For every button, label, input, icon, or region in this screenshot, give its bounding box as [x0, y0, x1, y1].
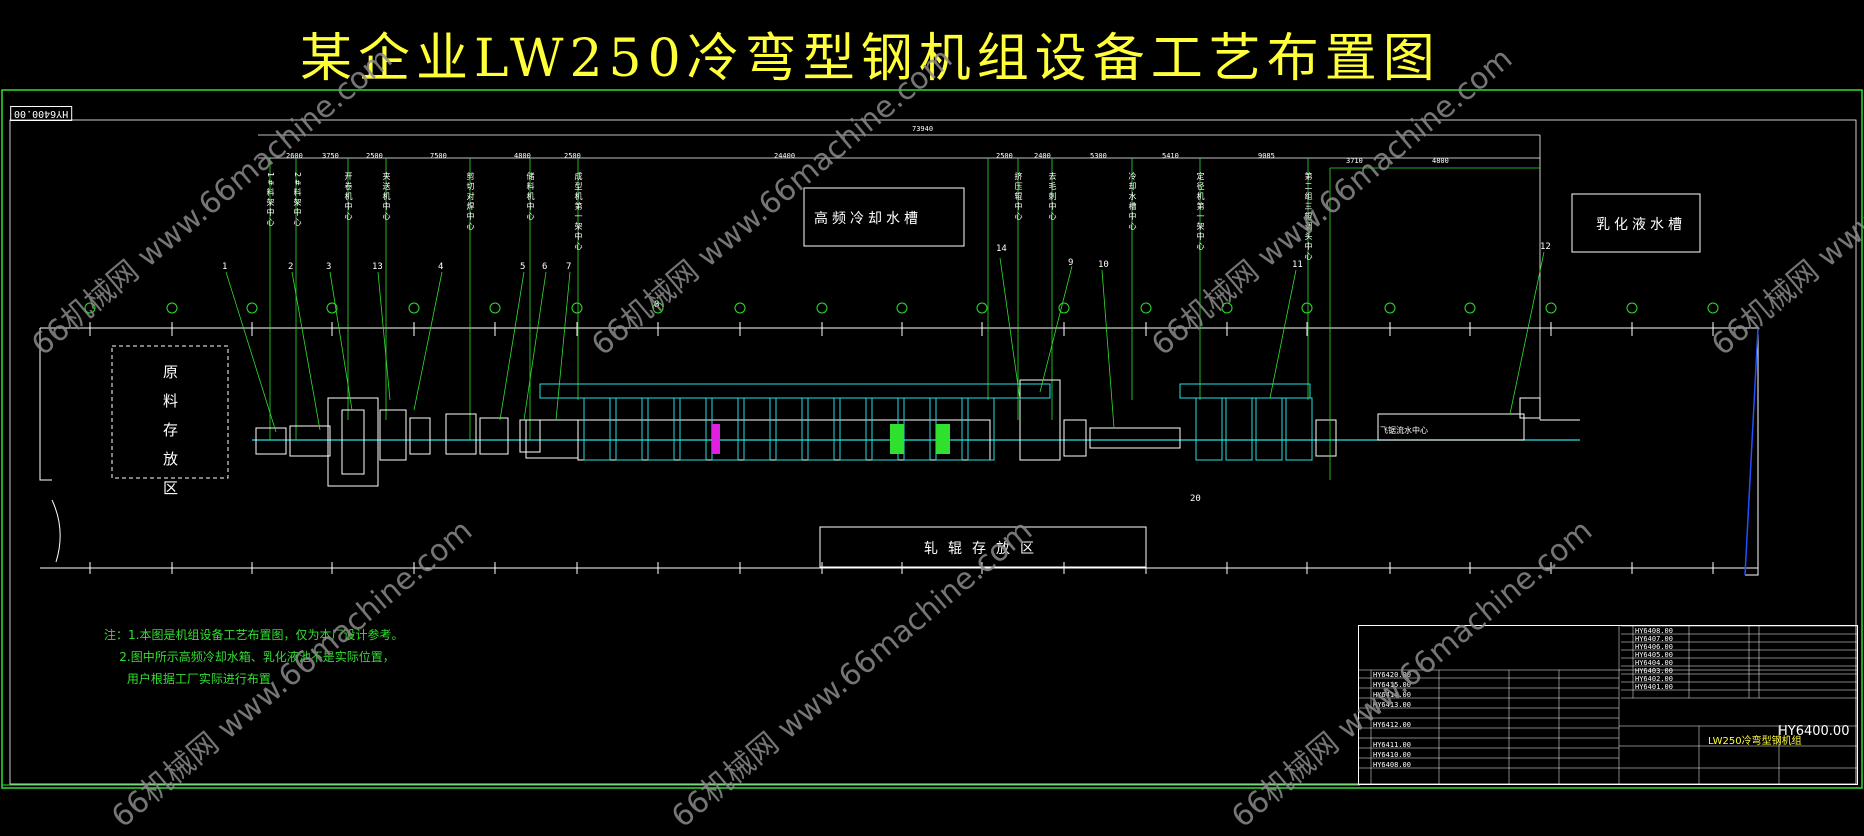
tb-part-no-right: HY6405.00: [1635, 651, 1673, 659]
note-line: 用户根据工厂实际进行布置: [104, 672, 271, 686]
station-label: 冷却水槽中心: [1128, 172, 1137, 232]
outer-frame: [1, 89, 1863, 789]
note-line: 2.图中所示高频冷却水箱、乳化液池不是实际位置，: [104, 650, 395, 664]
dimension: 24400: [774, 152, 796, 160]
tb-part-no: HY6415.00: [1373, 681, 1411, 689]
tb-part-no: HY6412.00: [1373, 721, 1411, 729]
callout-number: 7: [566, 262, 572, 272]
callout-number: 9: [1068, 258, 1074, 268]
callout-number: 3: [326, 262, 332, 272]
column-grid-bottom: [89, 562, 1714, 574]
cooling-trough: [1089, 427, 1181, 449]
inner-frame: [9, 119, 1857, 785]
callout-number: 12: [1540, 242, 1551, 252]
note-line: 注：1.本图是机组设备工艺布置图，仅为本厂设计参考。: [104, 628, 404, 642]
tb-part-no: HY6411.00: [1373, 741, 1411, 749]
emulsion-tank: [1571, 193, 1701, 253]
callout-number: 8: [654, 300, 660, 310]
tb-part-no-right: HY6407.00: [1635, 635, 1673, 643]
station-label: 剪切对焊中心: [466, 172, 475, 232]
station-label: 1#料架中心: [266, 172, 275, 228]
callout-number: 5: [520, 262, 526, 272]
tb-part-no: HY6413.00: [1373, 701, 1411, 709]
dimension: 5300: [1090, 152, 1107, 160]
tb-part-no-right: HY6406.00: [1635, 643, 1673, 651]
overall-dimension: 73940: [912, 125, 934, 133]
tb-part-no-right: HY6403.00: [1635, 667, 1673, 675]
callout-number: 1: [222, 262, 228, 272]
forming-stands: [583, 397, 995, 461]
dimension: 2500: [366, 152, 383, 160]
callout-number: 10: [1098, 260, 1109, 270]
dimension: 2500: [996, 152, 1013, 160]
station-label: 2#料架中心: [293, 172, 302, 228]
decoiler: [327, 397, 379, 487]
dimension: 2500: [564, 152, 581, 160]
station-label: 定径机第一架中心: [1196, 172, 1205, 252]
callout-number: 4: [438, 262, 444, 272]
grid-bubbles: [84, 302, 1719, 314]
station-label: 挤压辊中心: [1014, 172, 1023, 222]
dimension: 3710: [1346, 157, 1363, 165]
magenta-stand: [712, 424, 720, 454]
raw-material-area: [111, 345, 229, 479]
flying-saw-label: 飞锯流水中心: [1380, 426, 1428, 435]
station-label: 开卷机中心: [344, 172, 353, 222]
dimension: 4800: [514, 152, 531, 160]
tb-part-no-right: HY6408.00: [1635, 627, 1673, 635]
station-label: 去毛刺中心: [1048, 172, 1057, 222]
station-label: 成型机第一架中心: [574, 172, 583, 252]
drawing-canvas: 某企业LW250冷弯型钢机组设备工艺布置图 HY6400.00 原料存放区 轧辊…: [1, 29, 1864, 835]
drawing-notes: 注：1.本图是机组设备工艺布置图，仅为本厂设计参考。 2.图中所示高频冷却水箱、…: [104, 624, 403, 690]
station-label: 储料机中心: [526, 172, 535, 222]
callout-number: 20: [1190, 494, 1201, 504]
roll-storage-label: 轧辊存放区: [924, 541, 1044, 557]
dimension: 7500: [430, 152, 447, 160]
callout-number: 13: [372, 262, 383, 272]
drawing-number-tag: HY6400.00: [10, 106, 73, 121]
tb-part-no-right: HY6401.00: [1635, 683, 1673, 691]
tb-part-no: HY6420.00: [1373, 671, 1411, 679]
dimension: 4800: [1432, 157, 1449, 165]
drawing-title: 某企业LW250冷弯型钢机组设备工艺布置图: [300, 29, 1441, 89]
roll-storage-area: [819, 526, 1147, 568]
layout-drawing: [1, 89, 1863, 789]
sizing-stands: [1195, 397, 1313, 461]
callout-number: 2: [288, 262, 294, 272]
tb-part-no: HY6414.00: [1373, 691, 1411, 699]
flying-saw: [1377, 413, 1525, 441]
callout-number: 6: [542, 262, 548, 272]
dimension: 5410: [1162, 152, 1179, 160]
station-label: 夹送机中心: [382, 172, 391, 222]
column-grid-top: [89, 322, 1714, 336]
titleblock-model: HY6400.00: [1778, 724, 1850, 739]
tb-part-no: HY6410.00: [1373, 751, 1411, 759]
tb-part-no: HY6408.00: [1373, 761, 1411, 769]
dimension: 3750: [322, 152, 339, 160]
dimension: 2400: [1034, 152, 1051, 160]
dimension: 9085: [1258, 152, 1275, 160]
station-centerlines: [269, 158, 1309, 440]
hf-cooling-tank: [803, 187, 965, 247]
dimension: 2600: [286, 152, 303, 160]
title-block: HY6420.00 HY6415.00 HY6414.00 HY6413.00 …: [1358, 625, 1858, 785]
callout-number: 11: [1292, 260, 1303, 270]
station-label: 第二组三辊调头中心: [1304, 172, 1313, 262]
raw-material-label: 原料存放区: [161, 364, 179, 509]
tb-part-no-right: HY6404.00: [1635, 659, 1673, 667]
callout-number: 14: [996, 244, 1007, 254]
emulsion-label: 乳化液水槽: [1596, 217, 1686, 233]
callout-leaders: [225, 251, 1545, 433]
tb-part-no-right: HY6402.00: [1635, 675, 1673, 683]
hf-cooling-label: 高频冷却水槽: [814, 211, 922, 227]
titleblock-name: LW250冷弯型钢机组: [1708, 736, 1802, 747]
